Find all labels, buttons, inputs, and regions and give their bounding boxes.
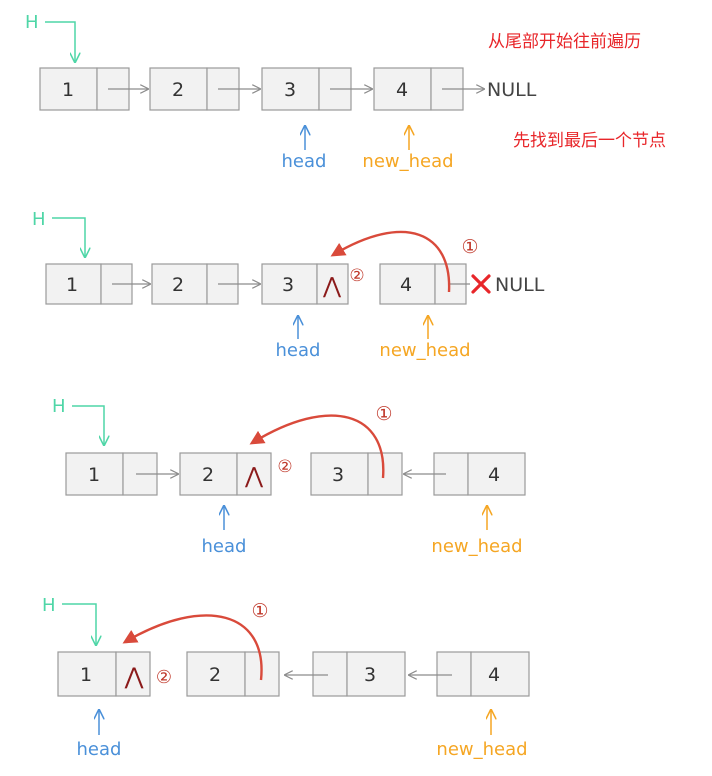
node-box: 4 (433, 452, 526, 496)
node-box: 2 (149, 67, 240, 111)
node-value: 1 (66, 274, 78, 296)
null-label: NULL (495, 274, 545, 296)
node-box: 3 (261, 67, 352, 111)
step-2-marker: ② (349, 266, 364, 286)
h-pointer-arrow (52, 217, 85, 257)
stage-3: H 1 2 ⋀ ② 3 4 ① head new (52, 396, 526, 557)
null-wedge-icon: ⋀ (244, 464, 264, 489)
h-pointer-arrow (62, 603, 96, 645)
node-box: 1 (45, 263, 133, 305)
stage-1: H 1 2 3 4 NULL head new_head (25, 12, 537, 172)
node-value: 4 (400, 274, 412, 296)
node-value: 2 (209, 664, 221, 686)
node-value: 2 (202, 464, 214, 486)
reverse-link-curve (330, 230, 451, 293)
h-pointer-arrow (45, 21, 75, 62)
stage-4: H 1 ⋀ ② 2 3 4 ① head new (42, 595, 530, 760)
note-traverse-from-tail: 从尾部开始往前遍历 (488, 32, 641, 52)
reverse-link-curve (249, 414, 385, 479)
node-box: 3 ⋀ (261, 263, 349, 305)
step-1-marker: ① (375, 403, 392, 425)
node-value: 3 (284, 79, 296, 101)
node-box: 1 (65, 452, 158, 496)
node-value: 1 (80, 664, 92, 686)
h-pointer-label: H (32, 209, 46, 230)
node-box: 1 (39, 67, 130, 111)
node-value: 4 (488, 664, 500, 686)
reverse-link-curve (122, 614, 263, 681)
node-value: 3 (364, 664, 376, 686)
step-1-marker: ① (251, 600, 268, 622)
null-wedge-icon: ⋀ (124, 664, 144, 690)
head-label: head (276, 340, 321, 361)
node-value: 1 (62, 79, 74, 101)
node-value: 4 (396, 79, 408, 101)
step-2-marker: ② (277, 457, 292, 477)
node-value: 3 (282, 274, 294, 296)
node-value: 1 (88, 464, 100, 486)
note-find-last-node: 先找到最后一个节点 (513, 131, 666, 151)
h-pointer-label: H (42, 595, 56, 616)
h-pointer-label: H (52, 396, 66, 417)
node-value: 2 (172, 79, 184, 101)
new-head-label: new_head (362, 151, 453, 172)
stage-2: H 1 2 3 ⋀ ② 4 NULL (32, 209, 545, 361)
node-box: 3 (310, 452, 403, 496)
h-pointer-arrow (72, 405, 104, 445)
step-1-marker: ① (461, 236, 478, 258)
null-wedge-icon: ⋀ (322, 274, 342, 299)
new-head-label: new_head (431, 536, 522, 557)
node-value: 3 (332, 464, 344, 486)
node-box: 3 (312, 651, 406, 697)
node-box: 1 ⋀ (57, 651, 151, 697)
new-head-label: new_head (436, 739, 527, 760)
h-pointer-label: H (25, 12, 39, 33)
head-label: head (202, 536, 247, 557)
node-value: 4 (488, 464, 500, 486)
null-label: NULL (487, 79, 537, 101)
node-box: 2 (186, 651, 280, 697)
node-value: 2 (172, 274, 184, 296)
head-label: head (282, 151, 327, 172)
new-head-label: new_head (379, 340, 470, 361)
node-box: 4 (436, 651, 530, 697)
step-2-marker: ② (156, 667, 172, 688)
cross-icon (471, 274, 491, 294)
node-box: 2 ⋀ (179, 452, 272, 496)
node-box: 2 (151, 263, 239, 305)
head-label: head (77, 739, 122, 760)
